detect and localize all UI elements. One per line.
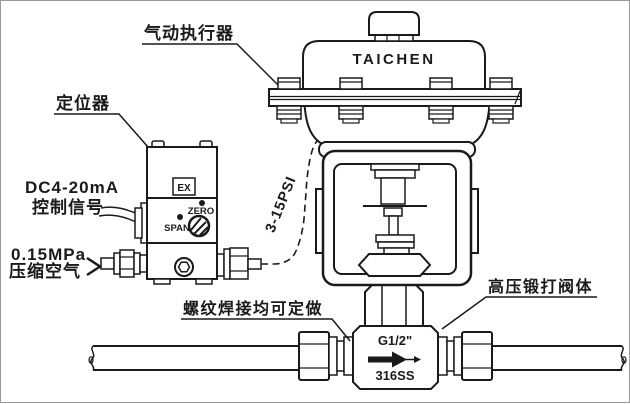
brand-text: TAICHEN	[352, 51, 435, 68]
left-compression-fitting	[298, 331, 354, 381]
positioner-foot	[195, 278, 213, 285]
leader-line	[441, 296, 597, 330]
air-pressure-text: 0.15MPa	[11, 245, 86, 264]
air-supply-label: 0.15MPa 压缩空气	[9, 245, 103, 281]
port-size-text: G1/2"	[378, 333, 412, 348]
zero-dot	[199, 200, 205, 206]
air-inlet-arrow-icon	[86, 256, 103, 277]
ex-text: EX	[177, 183, 191, 194]
valve-body: G1/2" 316SS	[352, 325, 439, 390]
actuator-label: 气动执行器	[142, 23, 279, 86]
flange-bolt	[338, 77, 364, 124]
right-compression-fitting	[437, 331, 493, 381]
weld-note-text: 螺纹焊接均可定做	[183, 299, 323, 318]
signal-type-text: DC4-20mA	[25, 178, 119, 197]
signal-name-text: 控制信号	[32, 197, 104, 217]
actuator-knob	[368, 11, 420, 42]
weld-note-label: 螺纹焊接均可定做	[181, 299, 351, 342]
flow-direction-arrow-icon	[368, 351, 421, 368]
valve-body-label: 高压锻打阀体	[441, 277, 597, 330]
air-port-icon	[174, 257, 194, 277]
leader-line	[181, 318, 351, 342]
yoke	[315, 149, 479, 287]
valve-stem-assembly	[357, 163, 432, 277]
positioner-label-text: 定位器	[56, 93, 110, 113]
leader-line	[142, 43, 279, 86]
positioner-foot	[153, 278, 171, 285]
packing-hex-nut	[357, 253, 432, 277]
right-pipe	[491, 345, 627, 371]
positioner-label: 定位器	[54, 93, 149, 148]
span-dot	[177, 214, 183, 220]
air-name-text: 压缩空气	[9, 261, 81, 281]
ex-marking: EX	[172, 177, 196, 196]
leader-line	[54, 113, 149, 148]
signal-label: DC4-20mA 控制信号	[25, 178, 119, 217]
mounting-bracket	[134, 202, 149, 244]
flange-bolt	[488, 77, 514, 124]
zero-label: ZERO	[188, 206, 214, 217]
bonnet	[364, 284, 424, 327]
air-tube-dashed	[261, 140, 318, 265]
actuator-flange	[268, 88, 522, 107]
flange-bolt	[428, 77, 454, 124]
positioner-left-fitting	[100, 249, 148, 278]
positioner-right-fitting	[216, 247, 262, 280]
positioner: EX ZERO SPAN	[98, 140, 262, 285]
adjustment-screw-icon	[187, 214, 211, 238]
valve-body-text: 高压锻打阀体	[488, 277, 593, 296]
material-text: 316SS	[375, 368, 414, 383]
span-label: SPAN	[164, 223, 190, 234]
flange-bolt	[276, 77, 302, 124]
actuator-label-text: 气动执行器	[143, 23, 234, 43]
left-pipe	[88, 345, 299, 371]
pipe-break-icon	[620, 345, 625, 371]
tube-pressure-label: 3-15PSI	[263, 174, 300, 235]
flange-bolts	[276, 77, 514, 124]
signal-cable	[98, 206, 139, 224]
pipe-break-icon	[90, 345, 95, 371]
actuator-dome: TAICHEN	[302, 40, 486, 90]
